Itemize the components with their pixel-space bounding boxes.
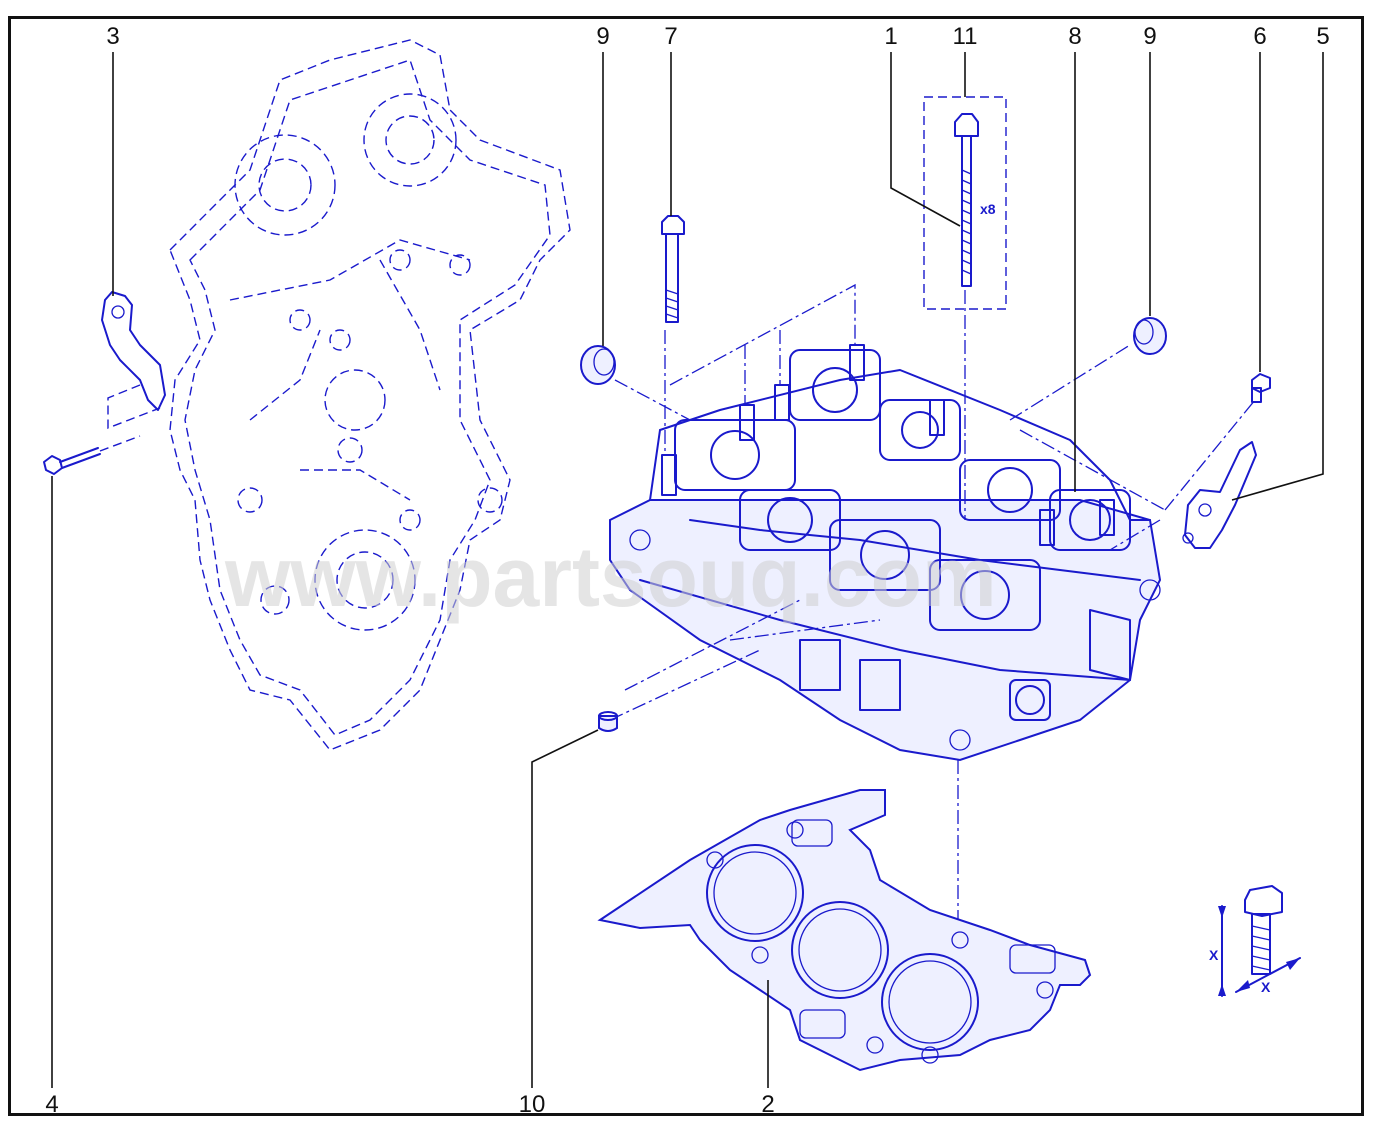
camshaft-plug-right bbox=[1133, 317, 1167, 355]
callout-1: 1 bbox=[884, 23, 897, 50]
cylinder-head-bolt-group bbox=[923, 96, 1007, 310]
bracket-bolt-left bbox=[43, 435, 141, 475]
bracket-bolt-right bbox=[1251, 373, 1271, 403]
cylinder-head-front-bolt bbox=[661, 215, 685, 323]
camshaft-plug-left bbox=[580, 345, 616, 385]
callout-4: 4 bbox=[45, 1091, 58, 1118]
callout-9-left: 9 bbox=[596, 23, 609, 50]
cylinder-head-assembly bbox=[609, 344, 1162, 762]
symbol-x-vertical-label: X bbox=[1209, 947, 1219, 963]
head-alignment-lines bbox=[609, 283, 1256, 930]
dowel-pin bbox=[598, 711, 618, 732]
callout-9-right: 9 bbox=[1143, 23, 1156, 50]
leader-lines bbox=[51, 52, 1324, 1088]
callout-11: 11 bbox=[953, 23, 978, 50]
callout-6: 6 bbox=[1253, 23, 1266, 50]
diagram-frame bbox=[8, 16, 1364, 1116]
bolt-quantity-label: x8 bbox=[980, 201, 996, 217]
callout-7: 7 bbox=[664, 23, 677, 50]
watermark: www.partsouq.com bbox=[224, 530, 997, 624]
bolt-stretch-symbol bbox=[1218, 885, 1301, 997]
timing-cover-outline bbox=[169, 39, 571, 751]
callout-5: 5 bbox=[1316, 23, 1329, 50]
lifting-bracket-right bbox=[1182, 441, 1257, 549]
cylinder-head-gasket bbox=[597, 789, 1092, 1072]
lifting-bracket-left bbox=[101, 291, 166, 430]
symbol-x-horizontal-label: X bbox=[1261, 979, 1271, 995]
callout-8: 8 bbox=[1068, 23, 1081, 50]
callout-3: 3 bbox=[106, 23, 119, 50]
callout-2: 2 bbox=[761, 1091, 774, 1118]
callout-10: 10 bbox=[519, 1091, 546, 1118]
